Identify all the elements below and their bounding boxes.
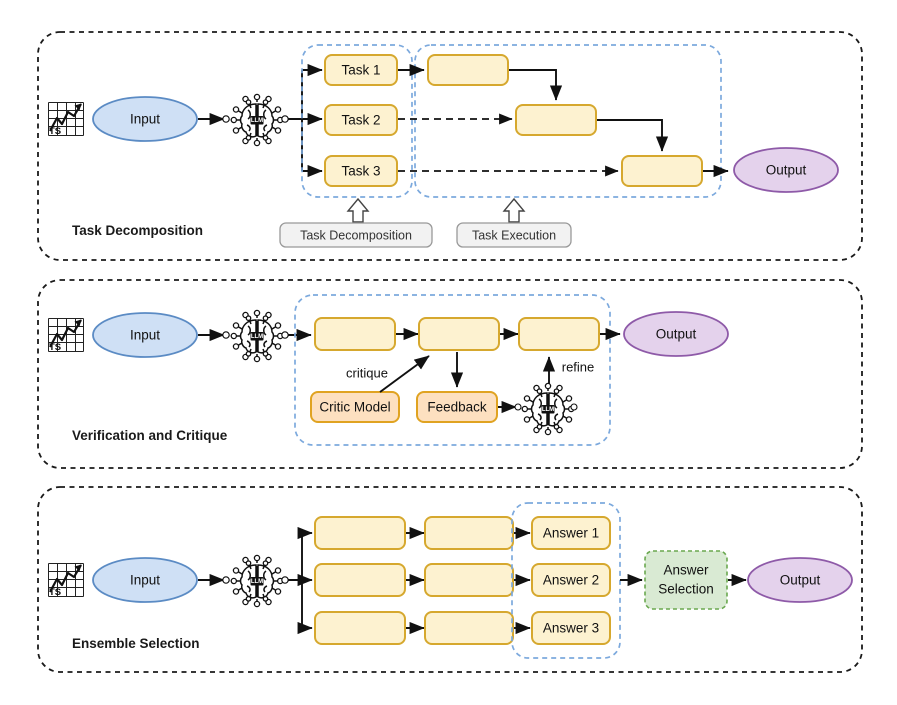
task-box	[324, 104, 398, 136]
panel-task-decomposition: Task Decomposition Input Task 1 Task 2 T…	[37, 31, 863, 261]
panel-title: Verification and Critique	[72, 428, 228, 443]
answer-box	[531, 611, 611, 645]
answer-box	[531, 516, 611, 550]
llm-brain-icon	[230, 93, 284, 147]
edge-llm-fanout	[288, 533, 303, 628]
execution-box	[621, 155, 703, 187]
panel-outline	[37, 31, 863, 261]
chain-step-box	[314, 563, 406, 597]
output-label: Output	[656, 327, 697, 342]
edge-llm-fanout	[288, 70, 303, 171]
panel-title: Task Decomposition	[72, 223, 203, 238]
llm-brain-icon	[521, 382, 575, 436]
panel-ensemble-selection: Ensemble Selection Input Answer 1	[37, 486, 863, 673]
panel-verification-and-critique: Verification and Critique Input Output C…	[37, 279, 863, 469]
panel-title: Ensemble Selection	[72, 636, 200, 651]
answer-label: Answer 1	[543, 526, 599, 541]
callout-arrow-decomposition	[346, 197, 370, 223]
output-ellipse	[623, 311, 729, 357]
llm-brain-icon	[230, 554, 284, 608]
callout-box	[279, 222, 433, 248]
input-label: Input	[130, 328, 160, 343]
task-label: Task 2	[341, 113, 380, 128]
panel-outline	[37, 486, 863, 673]
output-ellipse	[747, 557, 853, 603]
answer-label: Answer 3	[543, 621, 599, 636]
callout-arrow-execution	[502, 197, 526, 223]
feedback-box	[416, 391, 498, 423]
edge-exec1-to-exec2	[509, 69, 563, 101]
timeseries-chart-icon	[46, 316, 86, 355]
step-box	[418, 317, 500, 351]
step-box	[518, 317, 600, 351]
critic-model-box	[310, 391, 400, 423]
critique-loop-group-outline	[294, 294, 611, 446]
callout-label: Task Execution	[472, 228, 556, 242]
critic-model-label: Critic Model	[319, 400, 390, 415]
answer-label: Answer 2	[543, 573, 599, 588]
edge-exec2-to-exec3	[597, 119, 669, 152]
chain-step-box	[424, 563, 514, 597]
output-ellipse	[733, 147, 839, 193]
input-label: Input	[130, 573, 160, 588]
input-ellipse	[92, 557, 198, 603]
refine-edge-label: refine	[562, 359, 595, 374]
edge-critic-to-step2	[379, 355, 430, 393]
execution-box	[515, 104, 597, 136]
timeseries-chart-icon	[46, 100, 86, 139]
answer-selection-label-line2: Selection	[658, 582, 714, 597]
chain-step-box	[424, 516, 514, 550]
output-label: Output	[780, 573, 821, 588]
task-box	[324, 155, 398, 187]
panel-outline	[37, 279, 863, 469]
input-label: Input	[130, 112, 160, 127]
execution-group-outline	[414, 44, 722, 198]
input-ellipse	[92, 96, 198, 142]
task-box	[324, 54, 398, 86]
answer-selection-label-line1: Answer	[663, 563, 709, 578]
timeseries-chart-icon	[46, 561, 86, 600]
chain-step-box	[424, 611, 514, 645]
task-label: Task 3	[341, 164, 380, 179]
answer-box	[531, 563, 611, 597]
chain-step-box	[314, 611, 406, 645]
execution-box	[427, 54, 509, 86]
callout-label: Task Decomposition	[300, 228, 412, 242]
llm-brain-icon	[230, 309, 284, 363]
task-label: Task 1	[341, 63, 380, 78]
step-box	[314, 317, 396, 351]
input-ellipse	[92, 312, 198, 358]
chain-step-box	[314, 516, 406, 550]
feedback-label: Feedback	[427, 400, 487, 415]
callout-box	[456, 222, 572, 248]
critique-edge-label: critique	[346, 365, 388, 380]
output-label: Output	[766, 163, 807, 178]
answer-selection-box	[644, 550, 728, 610]
decomposition-group-outline	[301, 44, 413, 198]
